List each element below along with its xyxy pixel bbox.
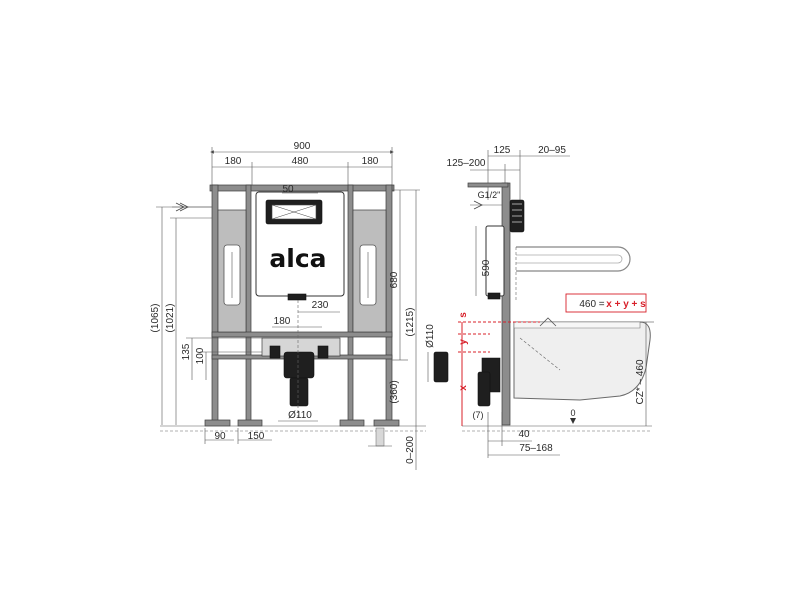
dim-floor-zero: 0 bbox=[570, 408, 575, 418]
label-x: x bbox=[458, 385, 469, 391]
dim-adjust-range: 0–200 bbox=[405, 436, 416, 464]
brand-logo: alca bbox=[269, 244, 326, 273]
top-dimensions: 900 180 480 180 bbox=[210, 141, 394, 185]
dim-depth-125-200: 125–200 bbox=[447, 158, 486, 169]
dim-center: 480 bbox=[292, 156, 309, 167]
dim-height-1021: (1021) bbox=[165, 304, 176, 333]
floor-and-bottom-dimensions: 90 150 0–200 bbox=[160, 425, 426, 470]
front-view: 900 180 480 180 bbox=[150, 141, 426, 470]
label-s: s bbox=[458, 312, 469, 318]
dim-height-135: 135 bbox=[181, 343, 192, 360]
toilet-bowl bbox=[513, 317, 651, 401]
dim-outlet-center: 180 bbox=[274, 316, 291, 327]
right-dimensions: 680 (1215) (360) bbox=[389, 189, 420, 426]
dim-height-590: 590 bbox=[481, 259, 492, 276]
mounting-frame bbox=[204, 184, 400, 427]
dim-height-100: 100 bbox=[195, 347, 206, 364]
dim-foot-150: 150 bbox=[248, 431, 265, 442]
side-top-dimensions: 125–200 125 20–95 G1/2" bbox=[447, 145, 570, 200]
dim-button-width: 50 bbox=[282, 184, 294, 195]
dim-foot-90: 90 bbox=[214, 431, 226, 442]
dim-forty: 40 bbox=[518, 429, 530, 440]
dim-outlet-offset: 230 bbox=[312, 300, 329, 311]
seat-height-dimension: CZ* – 460 bbox=[635, 321, 654, 426]
dim-seat-height: CZ* – 460 bbox=[635, 359, 646, 404]
formula-rhs: x + y + s bbox=[606, 299, 646, 310]
dim-inlet-size: G1/2" bbox=[478, 190, 501, 200]
cistern: 50 alca bbox=[255, 184, 345, 301]
label-y: y bbox=[458, 339, 469, 345]
dim-seven: (7) bbox=[473, 410, 484, 420]
dim-height-680: 680 bbox=[389, 271, 400, 288]
dim-pipe-diameter: Ø110 bbox=[288, 410, 312, 421]
grab-bar bbox=[515, 246, 631, 300]
dim-height-1215: (1215) bbox=[405, 308, 416, 337]
dim-side-pipe-diameter: Ø110 bbox=[425, 324, 436, 348]
dim-height-1065: (1065) bbox=[150, 304, 161, 333]
dim-overall-width: 900 bbox=[294, 141, 311, 152]
dim-height-360: (360) bbox=[389, 380, 400, 403]
height-formula-dims: s y x bbox=[458, 312, 540, 426]
left-dimensions: (1065) (1021) 135 100 bbox=[150, 206, 262, 425]
outlet-assembly: 230 180 Ø110 bbox=[261, 300, 341, 422]
side-frame: 590 bbox=[467, 182, 525, 426]
dim-75-168: 75–168 bbox=[519, 443, 553, 454]
dim-left-side: 180 bbox=[225, 156, 242, 167]
side-floor: 0 (7) 40 75–168 bbox=[462, 408, 652, 458]
side-outlet-pipes: Ø110 bbox=[425, 324, 501, 407]
side-view: 125–200 125 20–95 G1/2" 590 bbox=[425, 145, 654, 458]
dim-depth-125: 125 bbox=[494, 145, 511, 156]
formula-lhs: 460 = bbox=[579, 299, 604, 310]
dim-right-side: 180 bbox=[362, 156, 379, 167]
formula-box: 460 = x + y + s bbox=[565, 293, 647, 313]
dim-depth-20-95: 20–95 bbox=[538, 145, 566, 156]
